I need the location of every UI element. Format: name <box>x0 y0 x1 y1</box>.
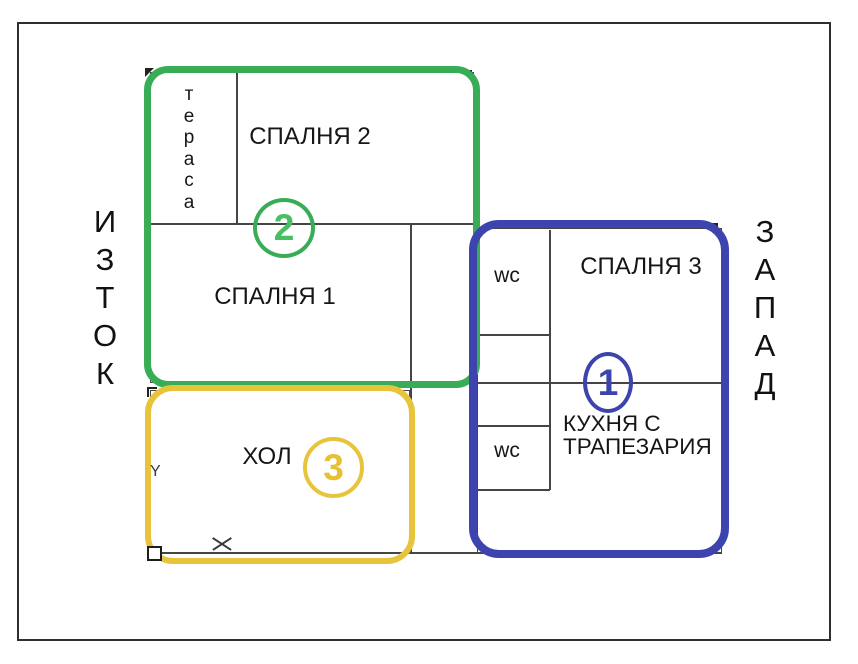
bedroom3-label: СПАЛНЯ 3 <box>580 253 702 280</box>
wall-wc-column <box>549 230 551 490</box>
bedroom1-label: СПАЛНЯ 1 <box>214 283 336 310</box>
zone-3-badge: 3 <box>303 437 364 498</box>
kitchen-label-line2: ТРАПЕЗАРИЯ <box>563 434 712 459</box>
wall-wc-divider-1 <box>478 334 550 336</box>
zone-1-outline <box>469 220 729 558</box>
zone-1-badge: 1 <box>583 352 633 413</box>
wc-top-label: wc <box>494 264 520 287</box>
hall-label: ХОЛ <box>242 443 292 470</box>
wall-terrace-divider <box>236 73 238 224</box>
zone-1-number: 1 <box>597 361 619 403</box>
x-axis-marker-icon <box>212 537 232 551</box>
picture-frame <box>17 22 831 641</box>
zone-3-number: 3 <box>323 446 344 488</box>
origin-square-icon <box>147 546 162 561</box>
corner-tick-icon <box>145 68 154 77</box>
zone-2-number: 2 <box>273 207 295 248</box>
wall-wc-divider-3 <box>478 489 550 491</box>
zone-2-outline <box>144 66 480 388</box>
wall-corridor-divider <box>410 224 412 554</box>
kitchen-label-line1: КУХНЯ С <box>563 411 661 436</box>
wall-bottom-edge <box>150 552 722 554</box>
wall-wc-divider-2 <box>478 425 550 427</box>
wc-bottom-label: wc <box>494 439 520 462</box>
bedroom2-label: СПАЛНЯ 2 <box>249 123 371 150</box>
corner-tick-icon <box>147 387 157 397</box>
zone-2-badge: 2 <box>253 198 315 258</box>
zone-3-outline <box>145 385 415 564</box>
kitchen-label: КУХНЯ С ТРАПЕЗАРИЯ <box>563 412 712 458</box>
y-axis-marker: Y <box>150 463 161 480</box>
